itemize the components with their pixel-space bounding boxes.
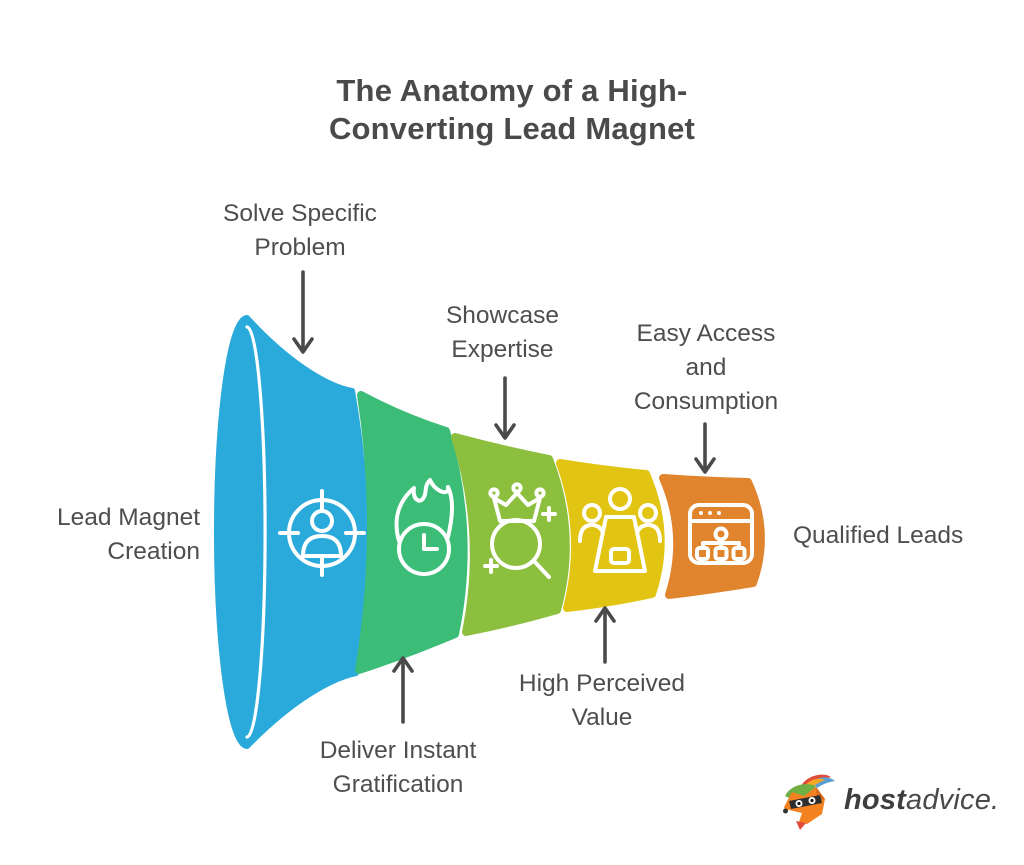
arrow-high-perceived-value: [594, 606, 616, 664]
funnel-segment-high-perceived-value: [556, 459, 665, 612]
meeting-people-icon: [578, 487, 662, 573]
arrow-easy-access: [694, 422, 716, 474]
funnel-mouth-rim: [245, 325, 267, 739]
annotation-easy-access-and-consumption: Easy Access and Consumption: [633, 320, 779, 415]
flame-clock-icon: [394, 478, 455, 576]
funnel-input-label: Lead Magnet Creation: [56, 504, 200, 565]
funnel-output-label: Qualified Leads: [793, 522, 964, 549]
annotation-solve-specific-problem: Solve Specific Problem: [223, 200, 377, 261]
arrow-deliver-instant-gratification: [392, 656, 414, 724]
browser-sitemap-icon: [688, 503, 754, 565]
annotation-high-perceived-value: High Perceived Value: [518, 670, 686, 731]
target-audience-icon: [278, 489, 366, 577]
hostadvice-fox-icon: [783, 774, 835, 830]
arrow-showcase-expertise: [494, 376, 516, 440]
annotation-deliver-instant-gratification: Deliver Instant Gratification: [319, 737, 477, 798]
page-title-line-1: The Anatomy of a High-: [336, 73, 688, 108]
funnel-segment-showcase-expertise: [451, 433, 570, 636]
page-title: The Anatomy of a High- Converting Lead M…: [0, 72, 1024, 148]
funnel-segment-easy-access: [659, 474, 765, 599]
funnel-segment-deliver-instant-gratification: [355, 391, 468, 674]
annotation-showcase-expertise: Showcase Expertise: [445, 302, 560, 363]
arrow-solve-specific-problem: [292, 270, 314, 354]
page-title-line-2: Converting Lead Magnet: [328, 111, 696, 146]
crown-magnifier-icon: [483, 482, 557, 579]
hostadvice-wordmark: hostadvice.: [844, 783, 1000, 816]
hostadvice-logo: hostadvice.: [779, 770, 999, 834]
